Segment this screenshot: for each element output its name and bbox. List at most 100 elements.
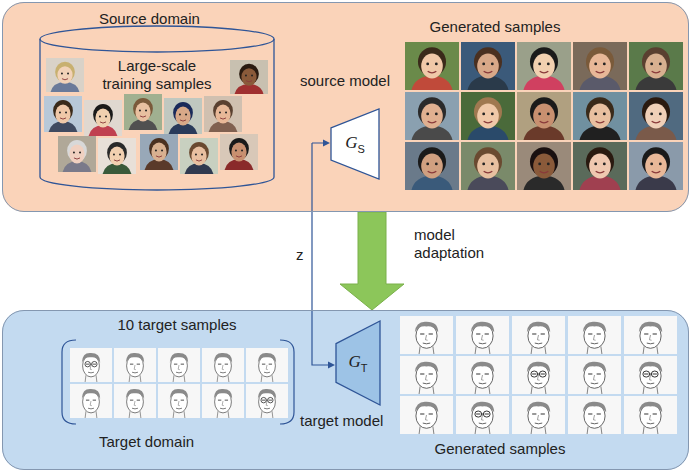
face-photo [84,100,122,136]
generator-letter: G [345,134,357,152]
source-generator: GS [331,109,379,179]
generator-label: GS [331,109,379,179]
model-caption: target model [300,412,400,430]
face-photo [461,142,515,190]
face-photo [124,94,162,130]
face-sketch [202,348,244,382]
sketch-glasses [261,397,273,402]
face-photo [461,92,515,140]
face-sketch [400,316,453,354]
face-photo [98,138,136,174]
face-photo [573,92,627,140]
face-sketch [70,348,112,382]
generator-trapezoid [331,109,379,179]
label-holder: source model [300,72,400,90]
label-holder: Generated samples [420,18,570,36]
face-sketch [512,356,565,394]
latent-arrowhead [328,362,335,369]
source-domain-panel: Source domainLarge-scale training sample… [2,2,689,212]
face-sketch [456,356,509,394]
face-sketch [624,316,677,354]
text-holder: Source domain [99,10,299,28]
face-sketch [568,356,621,394]
cylinder-body [40,39,274,190]
generator-symbol: GS [345,134,365,155]
generator-subscript: S [357,143,364,155]
face-sketch [624,356,677,394]
face-sketch [456,316,509,354]
face-photo [180,138,218,174]
face-photo [230,60,268,94]
training-photos [44,58,268,174]
face-sketch [158,384,200,418]
samples-caption: Generated samples [420,18,570,36]
generator-label: GT [336,321,380,405]
target-generator: GT [336,321,380,405]
face-photo [573,142,627,190]
face-sketch [400,396,453,434]
edge-label-holder: model adaptation [414,226,514,262]
sample-bracket [62,340,294,424]
label-holder: z [295,246,309,264]
text-holder: Target domain [99,433,299,451]
sketch-glasses [643,371,658,377]
face-sketch [568,396,621,434]
face-sketch [202,384,244,418]
generator-subscript: T [361,362,368,374]
target-ground [2,310,689,470]
face-sketch [512,396,565,434]
face-photo [405,42,459,90]
target-sketches [70,348,288,418]
face-photo [46,58,84,92]
face-sketch [70,384,112,418]
latent-wire [312,143,331,365]
sketch-glasses [531,371,546,377]
face-photo [461,42,515,90]
sketch-glasses [85,361,97,366]
face-photo [140,134,178,170]
cylinder-shape [39,25,275,191]
face-sketch [456,396,509,434]
face-photo [405,142,459,190]
face-sketch [624,396,677,434]
face-sketch [158,348,200,382]
face-photo [517,142,571,190]
adaptation-arrow [340,212,404,310]
label-holder: Generated samples [420,440,580,458]
samples-caption: Generated samples [420,440,580,458]
face-sketch [114,348,156,382]
face-sketch [114,384,156,418]
face-photo [517,42,571,90]
panel-title: Target domain [99,433,299,451]
face-photo [629,42,683,90]
generated-source-photos [405,42,683,190]
face-photo [58,136,96,172]
face-photo [517,92,571,140]
face-photo [164,98,202,134]
sketch-glasses [475,411,490,417]
cylinder-label: Large-scale training samples [92,57,222,93]
generator-letter: G [348,353,360,371]
text-holder: Large-scale training samples [92,57,222,93]
edge-label: model adaptation [414,226,514,262]
face-sketch [246,384,288,418]
face-photo [405,92,459,140]
face-photo [44,96,82,132]
face-photo [629,92,683,140]
label-holder: 10 target samples [92,316,262,334]
latent-label: z [295,246,309,264]
cylinder-top [40,26,274,52]
samples-caption: 10 target samples [92,316,262,334]
generator-trapezoid [336,321,380,405]
face-photo [220,134,258,170]
label-holder: target model [300,412,400,430]
generated-target-sketches [400,316,677,434]
target-domain-panel: Target domain GT [2,310,689,470]
face-sketch [512,316,565,354]
source-ground [2,2,689,212]
generator-symbol: GT [348,353,367,374]
face-photo [204,96,242,132]
